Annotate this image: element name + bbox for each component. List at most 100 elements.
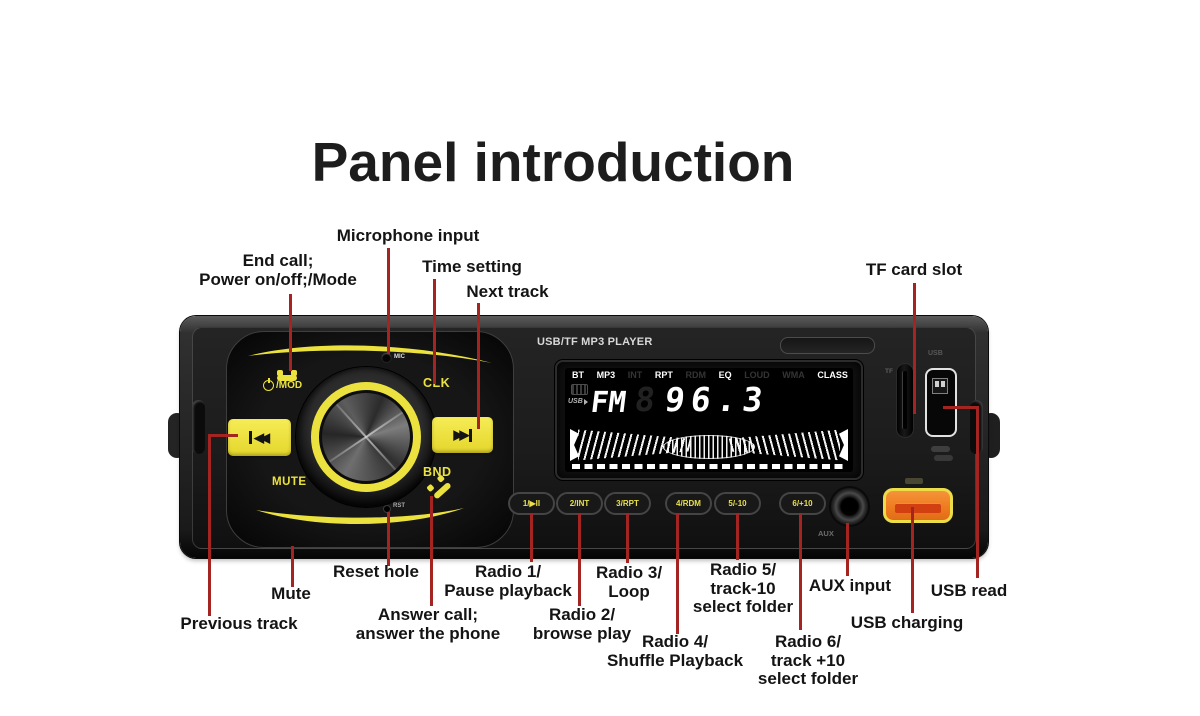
label-mute: Mute [271, 584, 311, 603]
previous-track-button: ◀◀ [228, 419, 291, 456]
callout-line-radio5 [736, 513, 739, 560]
label-radio-5: Radio 5/ track-10 select folder [692, 560, 794, 617]
prev-bar-icon [249, 431, 252, 444]
label-end-call: End call; Power on/off;/Mode [199, 251, 357, 289]
callout-line-next-track [477, 303, 480, 429]
mic-label: MIC [394, 354, 405, 360]
knob-highlight [322, 400, 410, 474]
aux-jack [831, 488, 868, 525]
callout-line-aux [846, 523, 849, 576]
frequency-readout: FM 8 96.3 [588, 380, 771, 419]
button-5-minus10: 5/-10 [714, 492, 761, 515]
callout-line-radio3 [626, 513, 629, 563]
callout-line-usb-read [943, 406, 979, 409]
indicator-bt: BT [572, 370, 584, 380]
tf-label: TF [885, 368, 893, 375]
callout-line-time-setting [433, 279, 436, 384]
spectrum-right-wing [728, 429, 840, 461]
top-yellow-swoosh [248, 345, 492, 363]
page-title: Panel introduction [311, 131, 795, 193]
display-bezel: BT MP3 INT RPT RDM EQ LOUD WMA CLASS USB… [555, 360, 863, 480]
ghost-digit: 8 [632, 380, 658, 419]
volume-knob [322, 393, 410, 481]
indicator-class: CLASS [817, 370, 848, 380]
microphone-hole [382, 353, 391, 362]
label-usb-read: USB read [930, 581, 1008, 600]
rst-label: RST [393, 503, 405, 509]
indicator-wma: WMA [782, 370, 805, 380]
callout-line-radio6 [799, 513, 802, 630]
usb-read-port [925, 368, 957, 437]
label-radio-6: Radio 6/ track +10 select folder [757, 632, 859, 689]
button-1-pause: 1/▶II [508, 492, 555, 515]
button-3-rpt: 3/RPT [604, 492, 651, 515]
button-6-plus10: 6/+10 [779, 492, 826, 515]
label-usb-charging: USB charging [850, 613, 964, 632]
tf-card-slit [902, 371, 907, 429]
label-time-setting: Time setting [422, 257, 522, 276]
indicator-loud: LOUD [744, 370, 770, 380]
callout-line-mute [291, 546, 294, 587]
clk-button: CLK [423, 376, 451, 390]
usb-port-contacts [932, 378, 948, 394]
power-icon [263, 378, 274, 391]
previous-track-icon: ◀◀ [254, 429, 270, 445]
label-radio-1: Radio 1/ Pause playback [444, 562, 572, 600]
indicator-rpt: RPT [654, 370, 673, 380]
label-previous-track: Previous track [180, 614, 298, 633]
label-answer-call: Answer call; answer the phone [355, 605, 501, 643]
label-tf-card-slot: TF card slot [865, 260, 963, 279]
spectrum-visualization [570, 427, 848, 469]
label-microphone-input: Microphone input [336, 226, 480, 245]
mod-button: /MOD [263, 378, 303, 391]
usb-box-icon [571, 384, 588, 395]
callout-line-tf-card [913, 283, 916, 414]
usb-charging-port [883, 488, 953, 523]
indicator-rdm: RDM [685, 370, 706, 380]
indicator-int: INT [627, 370, 643, 380]
callout-line-usb-read [976, 406, 979, 578]
frequency-text: 96.3 [662, 380, 771, 419]
label-next-track: Next track [466, 282, 549, 301]
charge-port-marking [905, 478, 923, 484]
usb-cable-icon: USB [568, 398, 588, 405]
spectrum-right-bracket [839, 429, 848, 461]
end-call-icon [277, 370, 297, 381]
label-radio-4: Radio 4/ Shuffle Playback [606, 632, 744, 670]
bottom-yellow-swoosh [256, 508, 464, 524]
callout-line-previous-track [208, 434, 211, 616]
charge-icon [931, 446, 953, 461]
indicator-eq: EQ [718, 370, 732, 380]
callout-line-answer-call [430, 496, 433, 606]
callout-line-radio1 [530, 513, 533, 562]
spectrum-left-bracket [570, 429, 579, 461]
tf-card-slot [896, 363, 914, 438]
bnd-button: BND [423, 465, 452, 479]
callout-line-microphone [387, 248, 390, 354]
label-reset-hole: Reset hole [333, 562, 419, 581]
indicator-row: BT MP3 INT RPT RDM EQ LOUD WMA CLASS [572, 370, 848, 380]
lcd-screen: BT MP3 INT RPT RDM EQ LOUD WMA CLASS USB… [565, 368, 853, 472]
button-2-int: 2/INT [556, 492, 603, 515]
top-right-slot [780, 337, 875, 354]
callout-line-usb-charging [911, 507, 914, 613]
callout-line-radio4 [676, 513, 679, 634]
callout-line-previous-track [208, 434, 238, 437]
callout-line-end-call [289, 294, 292, 371]
usb-charging-tongue [895, 503, 941, 513]
band-text: FM [588, 385, 629, 419]
spectrum-dashes [572, 464, 846, 469]
next-track-button: ▶▶ [432, 417, 493, 453]
label-aux-input: AUX input [808, 576, 892, 595]
left-edge-groove [192, 400, 205, 454]
label-radio-2: Radio 2/ browse play [532, 605, 632, 643]
indicator-mp3: MP3 [596, 370, 616, 380]
next-track-icon: ▶▶ [453, 427, 470, 442]
next-bar-icon [468, 428, 472, 442]
callout-line-reset [387, 512, 390, 566]
label-radio-3: Radio 3/ Loop [595, 563, 663, 601]
button-4-rdm: 4/RDM [665, 492, 712, 515]
mod-label: /MOD [276, 380, 303, 391]
aux-label: AUX [818, 529, 834, 538]
